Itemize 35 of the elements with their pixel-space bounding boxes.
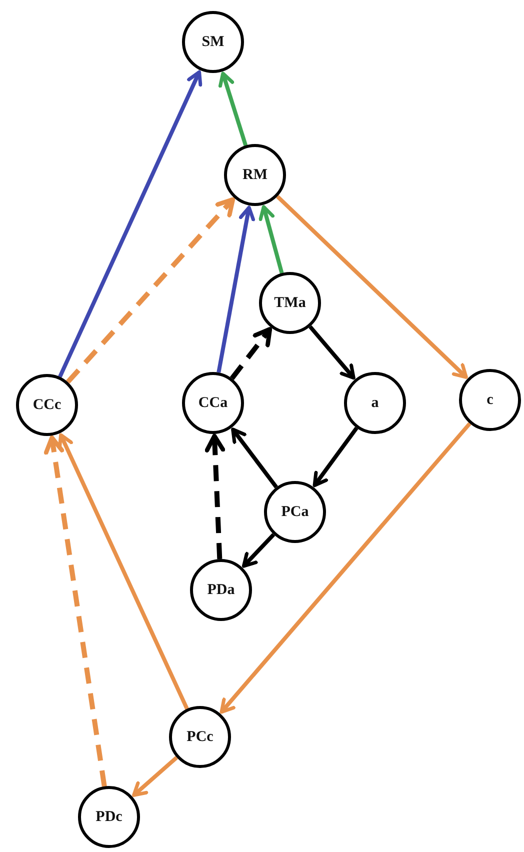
arrow	[204, 434, 226, 560]
node-label: PCc	[186, 728, 214, 746]
arrow	[220, 422, 472, 714]
arrow	[132, 756, 178, 797]
arrow	[230, 326, 272, 380]
arrow	[58, 70, 202, 378]
arrow	[308, 325, 356, 380]
node-label: PCa	[281, 504, 309, 520]
node-label: CCc	[32, 396, 62, 414]
state-circle	[182, 372, 244, 434]
node-label: SM	[202, 34, 224, 50]
state-circle	[459, 369, 521, 431]
state-circle	[344, 372, 406, 434]
node-label: a	[371, 394, 379, 412]
arrow	[216, 206, 256, 373]
arrow	[218, 72, 248, 146]
arrow	[58, 433, 189, 710]
state-circle	[224, 144, 286, 206]
node-label: RM	[242, 166, 268, 184]
arrow	[258, 205, 284, 274]
node-label: TMa	[274, 294, 306, 312]
arrow	[66, 197, 236, 384]
arrow	[231, 428, 278, 488]
state-circle	[16, 374, 78, 436]
state-circle	[169, 706, 231, 768]
state-circle	[264, 481, 326, 543]
arrow	[44, 435, 107, 787]
state-circle	[259, 272, 321, 334]
arrow	[276, 195, 468, 379]
node-label: PDa	[207, 582, 235, 598]
node-label: c	[486, 392, 494, 408]
node-label: CCa	[198, 394, 228, 412]
arrow	[312, 426, 358, 488]
node-label: PDc	[96, 808, 122, 826]
arrow	[242, 533, 276, 568]
